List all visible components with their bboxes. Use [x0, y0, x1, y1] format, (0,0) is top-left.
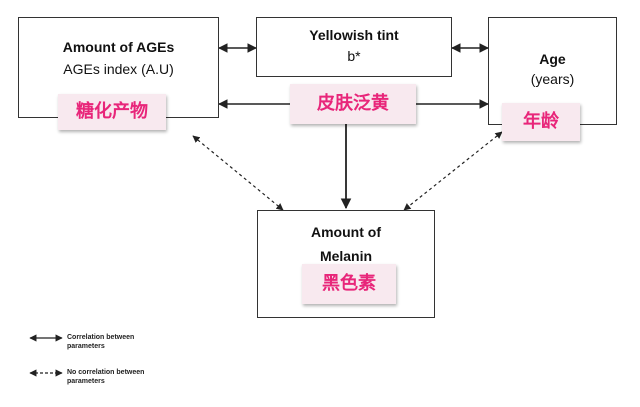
node-ages-subtitle: AGEs index (A.U)	[63, 61, 174, 77]
legend-correlation: Correlation between parameters	[67, 334, 135, 350]
label-cn-age: 年龄	[502, 103, 580, 141]
node-melanin-title2: Melanin	[319, 248, 373, 264]
edge-age-melanin-dashed	[403, 131, 503, 211]
node-tint: Yellowish tint b*	[256, 17, 452, 77]
legend-no-correlation: No correlation between parameters	[67, 369, 145, 385]
label-cn-ages: 糖化产物	[58, 94, 166, 130]
edge-ages-melanin-dashed	[192, 135, 284, 211]
node-age-title: Age	[539, 51, 566, 67]
label-cn-tint: 皮肤泛黄	[290, 84, 416, 124]
node-melanin-title: Amount of	[311, 224, 381, 240]
node-age-subtitle: (years)	[530, 71, 575, 87]
label-cn-melanin: 黑色素	[302, 264, 396, 304]
node-ages-title: Amount of AGEs	[62, 39, 175, 55]
node-ages: Amount of AGEs AGEs index (A.U)	[18, 17, 219, 118]
node-tint-subtitle: b*	[347, 48, 361, 64]
node-tint-title: Yellowish tint	[309, 27, 399, 43]
